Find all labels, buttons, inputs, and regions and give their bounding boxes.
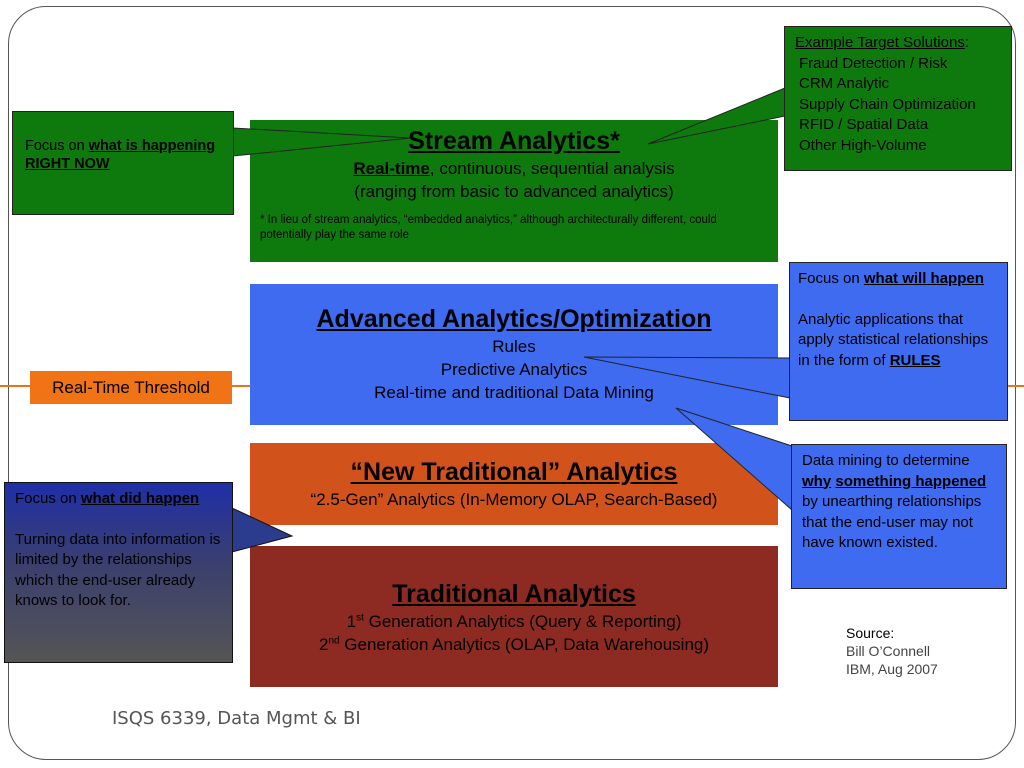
will-body: Analytic applications that apply statist… [798,310,989,369]
new-traditional-title-wrap: “New Traditional” Analytics [250,443,778,486]
callout-what-will-happen: Focus on what will happen Analytic appli… [789,262,1008,421]
real-time-threshold-label: Real-Time Threshold [30,371,232,404]
targets-heading-line: Example Target Solutions: [795,33,1003,54]
did-body: Turning data into information is limited… [15,530,221,610]
slide-frame [8,6,1016,760]
target-item: Supply Chain Optimization [799,95,976,113]
traditional-line-1-num: 1 [346,612,357,631]
traditional-line-1-sup: st [356,612,364,624]
traditional-line-2-num: 2 [318,635,329,654]
callout-data-mining: Data mining to determine why something h… [791,444,1007,589]
source-author: Bill O’Connell [846,643,931,659]
traditional-line-1-rest: Generation Analytics (Query & Reporting) [363,612,682,631]
traditional-line-1: 1st Generation Analytics (Query & Report… [250,610,778,633]
traditional-analytics-band: Traditional Analytics 1st Generation Ana… [250,546,778,687]
will-heading: Focus on what will happen [798,269,999,290]
traditional-line-2-sup: nd [328,635,340,647]
pointer-did [231,507,294,553]
stream-analytics-band: Stream Analytics* Real-time, continuous,… [250,120,778,262]
stream-footnote: * In lieu of stream analytics, “embedded… [260,214,717,241]
traditional-analytics-title: Traditional Analytics [392,580,636,608]
stream-title-wrap: Stream Analytics* [250,120,778,155]
pointer-will [583,356,791,399]
traditional-line-2: 2nd Generation Analytics (OLAP, Data War… [250,633,778,656]
callout-what-did-happen: Focus on what did happen Turning data in… [4,482,233,663]
target-item: CRM Analytic [799,75,890,92]
targets-heading-suffix: : [964,34,969,51]
advanced-rules: Rules [492,337,536,356]
target-item: RFID / Spatial Data [799,116,929,133]
callout-happening-now: Focus on what is happening RIGHT NOW [12,111,234,215]
pointer-now [232,127,411,157]
did-emphasis: what did happen [80,490,200,507]
callout-now-prefix: Focus on [25,138,89,154]
will-prefix: Focus on [798,270,864,287]
pointer-targets [647,87,786,145]
advanced-predictive: Predictive Analytics [440,360,588,379]
slide-footer: ISQS 6339, Data Mgmt & BI [112,708,361,729]
advanced-analytics-band: Advanced Analytics/Optimization Rules Pr… [250,284,778,425]
stream-analytics-title: Stream Analytics* [408,127,620,155]
will-body-wrap: Analytic applications that apply statist… [798,310,999,372]
advanced-analytics-title: Advanced Analytics/Optimization [316,305,712,333]
mining-prefix: Data mining to determine [802,452,970,469]
new-traditional-analytics-band: “New Traditional” Analytics “2.5-Gen” An… [250,443,778,525]
stream-line-1: Real-time, continuous, sequential analys… [250,157,778,180]
target-item: Fraud Detection / Risk [799,54,948,72]
stream-line-1-rest: , continuous, sequential analysis [429,159,675,178]
pointer-mining [675,407,793,512]
target-item: Other High-Volume [799,136,927,154]
targets-heading: Example Target Solutions [795,34,965,51]
did-heading: Focus on what did happen [15,489,226,510]
traditional-line-2-rest: Generation Analytics (OLAP, Data Warehou… [339,635,710,654]
will-rules: RULES [889,351,941,369]
will-emphasis: what will happen [863,270,984,287]
callout-now-emphasis: what is happening RIGHT NOW [25,138,216,172]
source-label: Source: [846,625,895,641]
real-time-emphasis: Real-time [353,159,430,178]
stream-line-2: (ranging from basic to advanced analytic… [354,182,674,201]
mining-rest: by unearthing relationships that the end… [802,493,982,551]
callout-target-solutions: Example Target Solutions: Fraud Detectio… [784,26,1012,171]
mining-why: why [802,472,832,490]
mining-something-happened: something happened [835,472,987,490]
advanced-data-mining: Real-time and traditional Data Mining [374,383,654,402]
did-prefix: Focus on [15,490,81,507]
traditional-title-wrap: Traditional Analytics [250,546,778,608]
advanced-title-wrap: Advanced Analytics/Optimization [250,284,778,333]
new-traditional-line: “2.5-Gen” Analytics (In-Memory OLAP, Sea… [310,490,718,509]
source-org: IBM, Aug 2007 [846,661,938,677]
new-traditional-title: “New Traditional” Analytics [350,458,678,486]
source-citation: Source: Bill O’Connell IBM, Aug 2007 [846,624,938,678]
